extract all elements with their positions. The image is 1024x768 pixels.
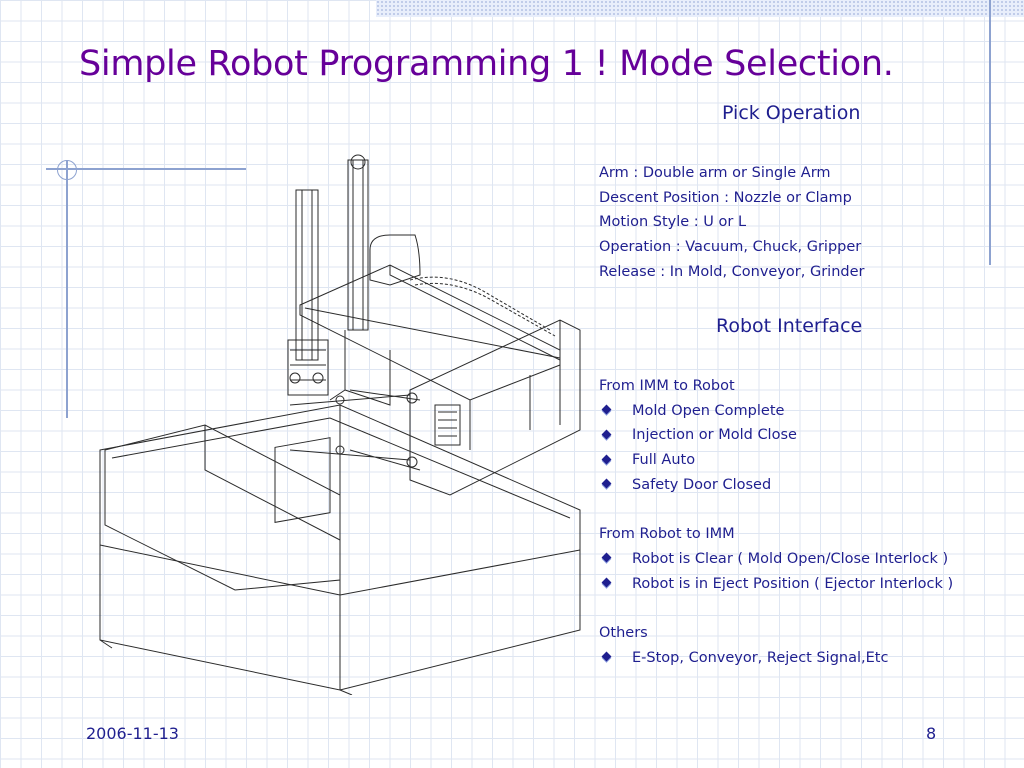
machine-control-panel	[434, 404, 461, 446]
cable-chain	[409, 276, 551, 331]
pick-operation-list: Arm : Double arm or Single Arm Descent P…	[599, 161, 865, 284]
robot-motor-housing	[369, 234, 421, 286]
diamond-bullet-icon	[601, 478, 612, 489]
interface-blank-line	[599, 497, 953, 522]
pick-item-arm: Arm : Double arm or Single Arm	[599, 165, 831, 181]
left-decorative-line	[66, 160, 68, 418]
control-panel-window	[274, 437, 331, 523]
interface-line-text: From Robot to IMM	[599, 526, 735, 543]
decorative-circle	[57, 160, 77, 180]
diamond-bullet-icon	[601, 404, 612, 415]
interface-blank-line	[599, 596, 953, 621]
robot-main-arm	[295, 189, 319, 361]
interface-bullet-item: Safety Door Closed	[599, 473, 953, 498]
interface-subheading: Others	[599, 621, 953, 646]
interface-bullet-item: Robot is Clear ( Mold Open/Close Interlo…	[599, 547, 953, 572]
diamond-bullet-icon	[601, 552, 612, 563]
pick-item-descent-position: Descent Position : Nozzle or Clamp	[599, 189, 852, 206]
top-decorative-band	[376, 0, 1024, 17]
page-number: 8	[926, 724, 937, 743]
interface-line-text: Full Auto	[632, 452, 696, 469]
interface-line-text: Robot is in Eject Position ( Ejector Int…	[632, 575, 954, 592]
interface-bullet-item: E-Stop, Conveyor, Reject Signal,Etc	[599, 646, 953, 671]
diamond-bullet-icon	[601, 577, 612, 588]
slide-title: Simple Robot Programming 1 ! Mode Select…	[79, 44, 894, 84]
interface-bullet-item: Full Auto	[599, 448, 953, 473]
pick-item-release: Release : In Mold, Conveyor, Grinder	[599, 263, 865, 280]
interface-line-text: Injection or Mold Close	[632, 427, 797, 444]
diamond-bullet-icon	[601, 429, 612, 440]
footer-date: 2006-11-13	[86, 724, 179, 743]
pick-item-motion-style: Motion Style : U or L	[599, 214, 747, 231]
robot-interface-heading: Robot Interface	[716, 315, 863, 337]
interface-line-text: From IMM to Robot	[599, 378, 735, 394]
robot-gripper	[287, 339, 329, 396]
diamond-bullet-icon	[601, 454, 612, 465]
robot-imm-drawing	[99, 154, 581, 695]
interface-line-text: Others	[599, 624, 648, 641]
interface-subheading: From Robot to IMM	[599, 522, 953, 547]
pick-item-operation: Operation : Vacuum, Chuck, Gripper	[599, 239, 862, 256]
interface-line-text: Robot is Clear ( Mold Open/Close Interlo…	[632, 550, 949, 567]
left-decorative-rule	[46, 168, 246, 170]
interface-line-text: E-Stop, Conveyor, Reject Signal,Etc	[632, 649, 889, 666]
interface-bullet-item: Injection or Mold Close	[599, 423, 953, 448]
robot-sub-arm	[347, 159, 369, 331]
interface-subheading: From IMM to Robot	[599, 374, 953, 399]
interface-line-text: Mold Open Complete	[632, 402, 785, 419]
robot-interface-list: From IMM to Robot Mold Open Complete Inj…	[599, 374, 953, 670]
interface-line-text: Safety Door Closed	[632, 476, 772, 493]
right-decorative-line	[989, 0, 991, 265]
diamond-bullet-icon	[601, 651, 612, 662]
clamp-unit	[104, 424, 341, 591]
pick-operation-heading: Pick Operation	[722, 102, 861, 124]
tie-bars	[289, 389, 421, 471]
interface-bullet-item: Robot is in Eject Position ( Ejector Int…	[599, 572, 953, 597]
interface-bullet-item: Mold Open Complete	[599, 399, 953, 424]
